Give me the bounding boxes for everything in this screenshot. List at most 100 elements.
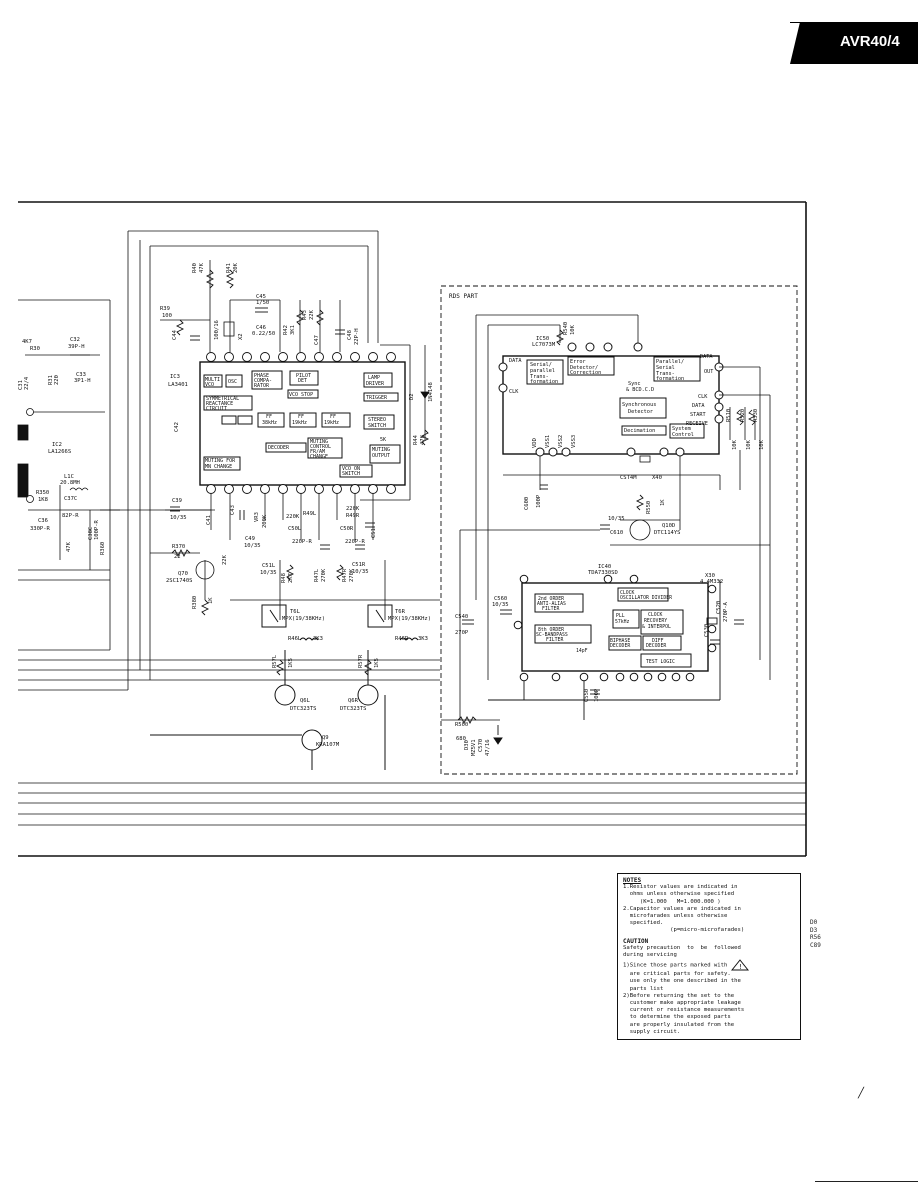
svg-text:C36: C36: [38, 518, 48, 524]
svg-text:R520: R520: [740, 409, 746, 422]
svg-text:OUT: OUT: [704, 369, 713, 375]
svg-text:RECEIVE: RECEIVE: [686, 421, 708, 427]
svg-text:R48: R48: [281, 573, 287, 583]
svg-text:BIPHASE: BIPHASE: [610, 638, 630, 644]
ic3-wiring: [150, 260, 440, 620]
svg-text:R47L: R47L: [314, 568, 320, 582]
svg-text:C51R: C51R: [352, 562, 366, 568]
svg-text:COMPA-: COMPA-: [254, 378, 272, 384]
svg-text:3P1-H: 3P1-H: [74, 378, 91, 384]
svg-text:10K: 10K: [732, 439, 738, 450]
svg-text:IC40: IC40: [598, 564, 611, 570]
svg-text:MPX(19/38KHz): MPX(19/38KHz): [282, 616, 325, 622]
svg-text:Parallel/: Parallel/: [656, 359, 684, 365]
svg-text:C550: C550: [584, 689, 590, 702]
svg-text:SWITCH: SWITCH: [342, 471, 360, 477]
svg-text:38kHz: 38kHz: [262, 420, 277, 426]
svg-text:DECODER: DECODER: [646, 643, 666, 649]
svg-text:C50R: C50R: [340, 526, 354, 532]
svg-text:FF: FF: [266, 414, 272, 420]
svg-text:R510: R510: [726, 409, 732, 422]
svg-text:R57L: R57L: [272, 654, 278, 668]
svg-text:C560: C560: [494, 596, 507, 602]
svg-text:Q70: Q70: [178, 571, 188, 577]
svg-text:1K: 1K: [208, 597, 214, 604]
svg-text:100: 100: [162, 313, 172, 319]
svg-text:DET: DET: [298, 378, 307, 384]
svg-text:C49: C49: [245, 536, 255, 542]
svg-text:270K: 270K: [321, 568, 327, 582]
svg-text:VR3: VR3: [254, 512, 260, 522]
svg-text:10/35: 10/35: [608, 516, 625, 522]
svg-text:RDS PART: RDS PART: [449, 293, 478, 300]
svg-text:FILTER: FILTER: [546, 637, 563, 643]
svg-text:DTC114YS: DTC114YS: [654, 530, 681, 536]
side-code: D0: [810, 919, 818, 926]
svg-text:1K: 1K: [660, 499, 666, 506]
svg-text:10K: 10K: [759, 439, 765, 450]
svg-text:C38C: C38C: [88, 527, 94, 540]
svg-text:20.8MH: 20.8MH: [60, 480, 80, 486]
svg-text:CLOCK: CLOCK: [648, 612, 663, 618]
component-symbols: [170, 269, 744, 745]
svg-text:R540: R540: [563, 322, 569, 335]
svg-text:LA1266S: LA1266S: [48, 449, 71, 455]
svg-text:DATA: DATA: [692, 403, 705, 409]
svg-text:19kHz: 19kHz: [324, 420, 339, 426]
svg-text:10K: 10K: [746, 439, 752, 450]
svg-text:R57R: R57R: [358, 654, 364, 668]
svg-text:C43: C43: [230, 505, 236, 515]
svg-text:4.4M332: 4.4M332: [700, 579, 723, 585]
side-reference-codes: D0 D3 R56 C89: [810, 919, 821, 949]
caution-line: 2)Before returning the set to the: [623, 992, 735, 999]
svg-text:VCO ON: VCO ON: [342, 466, 360, 472]
svg-text:FILTER: FILTER: [542, 606, 559, 612]
svg-text:R31: R31: [48, 375, 54, 385]
svg-text:47K: 47K: [66, 541, 72, 552]
svg-text:X2: X2: [238, 333, 244, 340]
svg-text:TEST LOGIC: TEST LOGIC: [646, 659, 675, 665]
svg-text:OSCILLATOR DIVIDER: OSCILLATOR DIVIDER: [620, 595, 672, 601]
svg-text:47K: 47K: [199, 262, 205, 273]
svg-text:C570: C570: [478, 739, 484, 752]
svg-text:R46R: R46R: [395, 636, 409, 642]
svg-text:82P-R: 82P-R: [62, 513, 79, 519]
svg-text:DTC323TS: DTC323TS: [340, 706, 367, 712]
svg-text:TDA7330SD: TDA7330SD: [588, 570, 618, 576]
svg-text:STEREO: STEREO: [368, 417, 386, 423]
svg-text:C44: C44: [172, 329, 178, 340]
svg-text:3K3: 3K3: [418, 636, 428, 642]
svg-text:DATA: DATA: [509, 358, 522, 364]
svg-text:220K: 220K: [346, 506, 360, 512]
svg-text:1N4148: 1N4148: [428, 382, 434, 402]
svg-text:L1C: L1C: [64, 474, 74, 480]
svg-text:20K: 20K: [233, 262, 239, 273]
svg-text:IC2: IC2: [52, 442, 62, 448]
svg-text:10/35: 10/35: [492, 602, 509, 608]
svg-text:270P-A: 270P-A: [723, 601, 729, 622]
caution-line: use only the one described in the: [623, 978, 741, 985]
svg-text:R47R: R47R: [342, 568, 348, 582]
svg-text:C45: C45: [256, 294, 266, 300]
svg-text:RECOVERY: RECOVERY: [644, 618, 667, 624]
svg-text:FF: FF: [298, 414, 304, 420]
svg-text:Sync: Sync: [628, 381, 641, 387]
svg-text:IC50: IC50: [536, 336, 549, 342]
svg-text:19kHz: 19kHz: [292, 420, 307, 426]
svg-text:formation: formation: [530, 379, 558, 385]
svg-text:PHASE: PHASE: [254, 373, 269, 379]
svg-text:Serial: Serial: [656, 365, 675, 371]
notes-title: NOTES: [623, 877, 642, 884]
svg-text:C51L: C51L: [262, 563, 276, 569]
notes-box: NOTES 1.Resistor values are indicated in…: [617, 873, 801, 1040]
svg-text:R49L: R49L: [303, 511, 317, 517]
svg-text:System: System: [672, 426, 691, 432]
svg-text:R49R: R49R: [346, 513, 360, 519]
svg-text:14pF: 14pF: [576, 648, 588, 654]
side-code: D3: [810, 926, 818, 934]
svg-text:Decimation: Decimation: [624, 428, 655, 434]
svg-text:MUTING: MUTING: [310, 439, 328, 445]
side-code: R56: [810, 934, 821, 941]
